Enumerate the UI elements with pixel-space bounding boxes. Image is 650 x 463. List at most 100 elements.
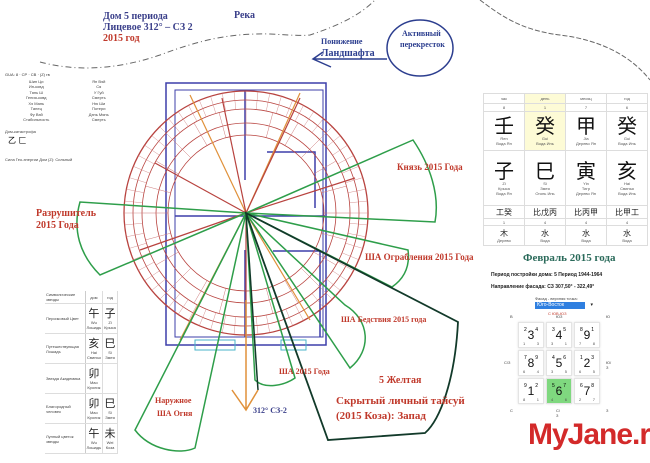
- compass-tick: [342, 252, 359, 260]
- star-w: 3: [591, 355, 594, 361]
- star-m: 3: [552, 327, 555, 333]
- bazi-header-row-cell: год: [606, 93, 648, 104]
- compass-tick: [222, 314, 226, 333]
- hidden-stems: 比戊丙: [533, 207, 557, 217]
- star-br: 6: [564, 397, 567, 402]
- compass-sector-tick: [145, 232, 171, 241]
- compass-tick: [124, 222, 143, 226]
- star-bl: 6: [523, 369, 526, 374]
- row-label: Звезда Академика: [45, 363, 86, 394]
- compass-tick: [319, 286, 333, 300]
- compass-tick: [332, 270, 348, 281]
- sha-wedges: [76, 139, 438, 452]
- star-m: 2: [524, 327, 527, 333]
- star-animal: Змея: [105, 414, 115, 420]
- facing-arrow: [231, 300, 259, 412]
- star-main: 8: [527, 356, 535, 370]
- bazi-num-row-cell: 8: [483, 103, 525, 112]
- compass-sector-tick: [193, 122, 208, 146]
- chevron-down-icon: ▾: [590, 302, 593, 308]
- gua-direction-name: Тянь Ш: [29, 90, 43, 95]
- direction-label-w: С/З: [504, 360, 511, 365]
- destroyer-label-1: Разрушитель: [36, 208, 97, 219]
- compass-tick: [345, 242, 363, 249]
- branch-pinyin: Zi: [502, 180, 506, 186]
- pillar-header: день: [540, 96, 550, 101]
- compass-tick: [345, 177, 363, 184]
- facing-line: Направление фасада: СЗ 307,50° - 322,49°: [491, 284, 595, 290]
- star-br: 5: [564, 369, 567, 374]
- landscape-drop-label-1: Понижение: [321, 37, 363, 46]
- compass-sector-tick: [265, 112, 274, 138]
- house-period-label: Дом 5 периода: [103, 11, 168, 22]
- destroyer-label-2: 2015 Года: [36, 220, 79, 231]
- compass-tick: [188, 105, 198, 122]
- element-char: 水: [541, 228, 549, 238]
- bazi-num-row-cell: 6: [606, 103, 648, 112]
- stem-element: Дерево Ян: [576, 141, 596, 146]
- star-char: 午: [88, 426, 100, 440]
- compass-sector-tick: [313, 251, 337, 266]
- star-bl: 3: [551, 341, 554, 346]
- star-w: 4: [535, 327, 538, 333]
- compass-tick: [129, 242, 147, 249]
- star-main: 4: [555, 328, 563, 342]
- period-line: Период постройки дома: 5 Период 1944-196…: [491, 272, 603, 278]
- facing-select[interactable]: Юго-Восток▾: [535, 302, 593, 309]
- star-m: 7: [524, 355, 527, 361]
- star-char: 卯: [88, 366, 100, 380]
- compass-tick: [266, 93, 270, 112]
- star-w: 9: [535, 355, 538, 361]
- star-char: 卯: [88, 396, 100, 410]
- compass-tick: [133, 252, 150, 260]
- star-main: 6: [555, 384, 563, 398]
- taisui-line: [245, 212, 259, 391]
- star-m: 6: [580, 383, 583, 389]
- direction-label-ne: Ю: [606, 314, 611, 319]
- star-w: 1: [591, 327, 594, 333]
- star-char: 巳: [104, 336, 116, 350]
- direction-label-n: ЮЗ: [556, 314, 563, 319]
- pillar-number: 7: [584, 105, 588, 110]
- compass-tick: [294, 105, 304, 122]
- gua-header: GUA: 8 · СР · СВ · (Z) гв: [5, 72, 50, 77]
- compass-tick: [275, 96, 282, 114]
- star-animal: Кролик: [87, 384, 101, 390]
- star-br: 3: [536, 341, 539, 346]
- stem-element: Вода Ян: [496, 141, 512, 146]
- compass-sector-tick: [300, 139, 320, 159]
- stem-pinyin: Gui: [623, 136, 631, 141]
- compass-tick: [349, 222, 368, 226]
- crossroad-label-2: перекресток: [400, 40, 445, 49]
- compass-tick: [311, 293, 324, 308]
- element-char: 水: [582, 228, 590, 238]
- crossroad-label-1: Активный: [402, 29, 441, 38]
- table-header: Символические звезды: [45, 291, 86, 304]
- compass-sector-tick: [284, 122, 299, 146]
- compass-tick: [266, 314, 270, 333]
- branch-char: 子: [494, 158, 514, 183]
- compass-tick: [294, 304, 304, 321]
- stem-char: 甲: [576, 114, 596, 138]
- compass-sector-tick: [155, 160, 179, 175]
- element-char: 木: [500, 228, 508, 238]
- compass-tick: [199, 309, 207, 326]
- flying-stars-title: Февраль 2015 года: [523, 252, 616, 264]
- row-label: Персиковый Цвет: [45, 303, 86, 334]
- star-main: 7: [583, 384, 591, 398]
